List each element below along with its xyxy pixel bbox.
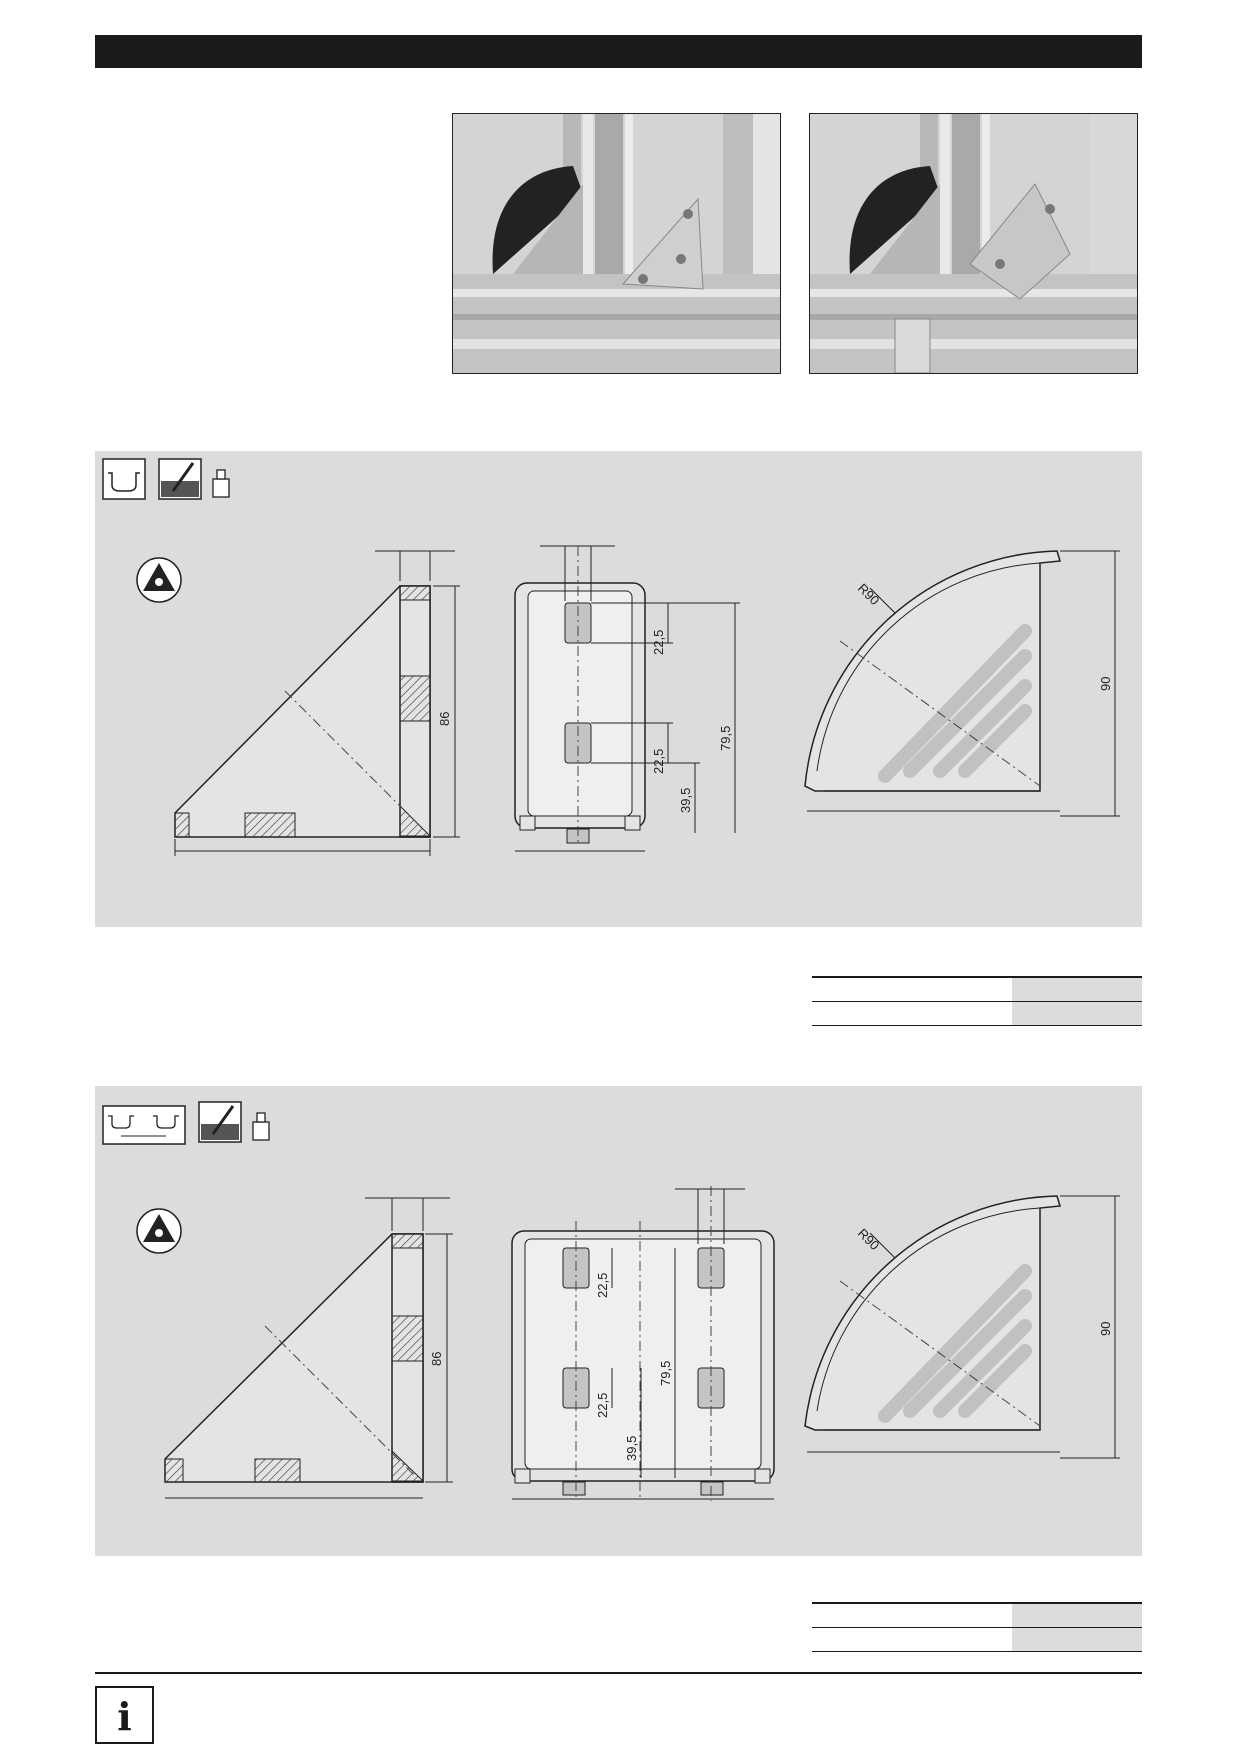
esd-warning-icon <box>136 1208 182 1254</box>
esd-warning-icon <box>136 557 182 603</box>
single-slot-profile-icon <box>102 458 146 500</box>
footer-rule <box>95 1672 1142 1674</box>
slot-mounting-icon <box>198 1101 242 1143</box>
dim-offset: 39,5 <box>678 788 693 813</box>
info-icon: i <box>95 1686 154 1744</box>
dim-slot-a: 22,5 <box>651 630 666 655</box>
product-photo-2 <box>809 113 1138 374</box>
dim-height-side: 86 <box>429 1352 444 1366</box>
spec-table-1 <box>812 976 1142 1026</box>
spec-row <box>812 1628 1142 1652</box>
dim-slot-b: 22,5 <box>595 1393 610 1418</box>
cap-view-drawing <box>804 550 1120 817</box>
cap-view-drawing <box>804 1195 1120 1459</box>
spec-table-2 <box>812 1602 1142 1652</box>
spec-row <box>812 976 1142 1002</box>
weight-icon <box>212 469 230 498</box>
header-bar <box>95 35 1142 68</box>
dim-radius: R90 <box>855 581 882 608</box>
weight-icon <box>252 1112 270 1141</box>
double-slot-profile-icon <box>102 1105 186 1145</box>
dim-slot-b: 22,5 <box>651 749 666 774</box>
product-photo-1 <box>452 113 781 374</box>
dim-height-side: 86 <box>437 712 452 726</box>
dim-radius: R90 <box>855 1226 882 1253</box>
slot-mounting-icon <box>158 458 202 500</box>
dim-cap-height: 90 <box>1098 1322 1113 1336</box>
dim-cap-height: 90 <box>1098 677 1113 691</box>
dim-offset: 39,5 <box>624 1436 639 1461</box>
side-view-drawing <box>174 550 460 856</box>
drawing-panel-2: 86 22,5 22,5 39,5 79,5 <box>95 1086 1142 1556</box>
front-view-drawing <box>511 1186 775 1501</box>
info-glyph: i <box>117 1694 132 1739</box>
dim-slot-a: 22,5 <box>595 1273 610 1298</box>
front-view-drawing <box>514 545 740 852</box>
spec-row <box>812 1602 1142 1628</box>
drawing-panel-1: 86 22,5 22,5 39,5 79,5 <box>95 451 1142 927</box>
side-view-drawing <box>164 1197 453 1499</box>
dim-total: 79,5 <box>658 1361 673 1386</box>
spec-row <box>812 1002 1142 1026</box>
dim-total: 79,5 <box>718 726 733 751</box>
